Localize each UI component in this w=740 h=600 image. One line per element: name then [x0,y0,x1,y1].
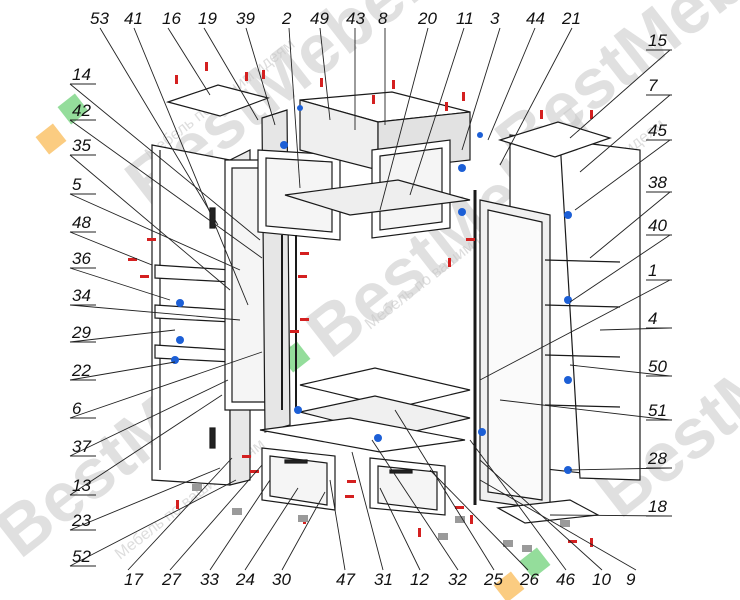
callout-21: 21 [561,9,581,28]
callout-32: 32 [448,570,467,589]
callout-4: 4 [648,309,657,328]
callout-12: 12 [410,570,429,589]
callout-25: 25 [483,570,503,589]
callout-19: 19 [198,9,217,28]
callout-50: 50 [648,357,667,376]
callout-41: 41 [124,9,143,28]
callout-29: 29 [71,323,91,342]
callouts-bottom: 17 27 33 24 30 47 31 12 32 25 26 46 10 9 [124,570,636,589]
tv-stand [259,367,471,453]
lower-drawers [261,447,446,516]
callout-40: 40 [648,216,667,235]
callout-23: 23 [71,511,91,530]
leader-lines [69,27,671,571]
callout-37: 37 [72,437,91,456]
fittings [128,62,593,552]
top-shelf-right [497,121,612,158]
callout-51: 51 [648,401,667,420]
callouts-top: 53 41 16 19 39 2 49 43 8 20 11 3 44 21 [90,9,581,28]
callout-43: 43 [346,9,365,28]
callout-7: 7 [648,76,658,95]
callout-18: 18 [648,497,667,516]
callout-20: 20 [417,9,437,28]
callout-11: 11 [456,9,474,28]
callout-10: 10 [592,570,611,589]
callout-46: 46 [556,570,575,589]
callout-30: 30 [272,570,291,589]
callout-39: 39 [236,9,255,28]
callout-22: 22 [71,361,91,380]
callout-33: 33 [200,570,219,589]
callout-9: 9 [626,570,636,589]
callout-1: 1 [648,261,657,280]
bridge-shelf [284,179,471,216]
callout-28: 28 [647,449,667,468]
callout-36: 36 [72,249,91,268]
right-cabinet [479,134,641,511]
callout-17: 17 [124,570,143,589]
callout-6: 6 [72,399,82,418]
callout-27: 27 [161,570,181,589]
callout-44: 44 [526,9,545,28]
callout-34: 34 [72,286,91,305]
callout-38: 38 [648,173,667,192]
callout-31: 31 [374,570,393,589]
callout-49: 49 [310,9,329,28]
callouts-left: 14 42 35 5 48 36 34 29 22 6 37 13 23 52 [70,65,96,567]
callout-16: 16 [162,9,181,28]
callout-15: 15 [648,31,667,50]
callout-35: 35 [72,136,91,155]
callout-8: 8 [378,9,388,28]
callout-3: 3 [490,9,500,28]
callout-14: 14 [72,65,91,84]
callout-2: 2 [281,9,292,28]
callout-5: 5 [72,175,82,194]
callout-13: 13 [72,476,91,495]
callout-47: 47 [336,570,355,589]
callout-52: 52 [72,547,91,566]
callout-48: 48 [72,213,91,232]
callout-53: 53 [90,9,109,28]
callout-24: 24 [235,570,255,589]
callout-42: 42 [72,101,91,120]
top-shelf-left [165,84,270,117]
callouts-right: 15 7 45 38 40 1 4 50 51 28 18 [646,31,672,517]
callout-26: 26 [519,570,539,589]
callout-45: 45 [648,121,667,140]
